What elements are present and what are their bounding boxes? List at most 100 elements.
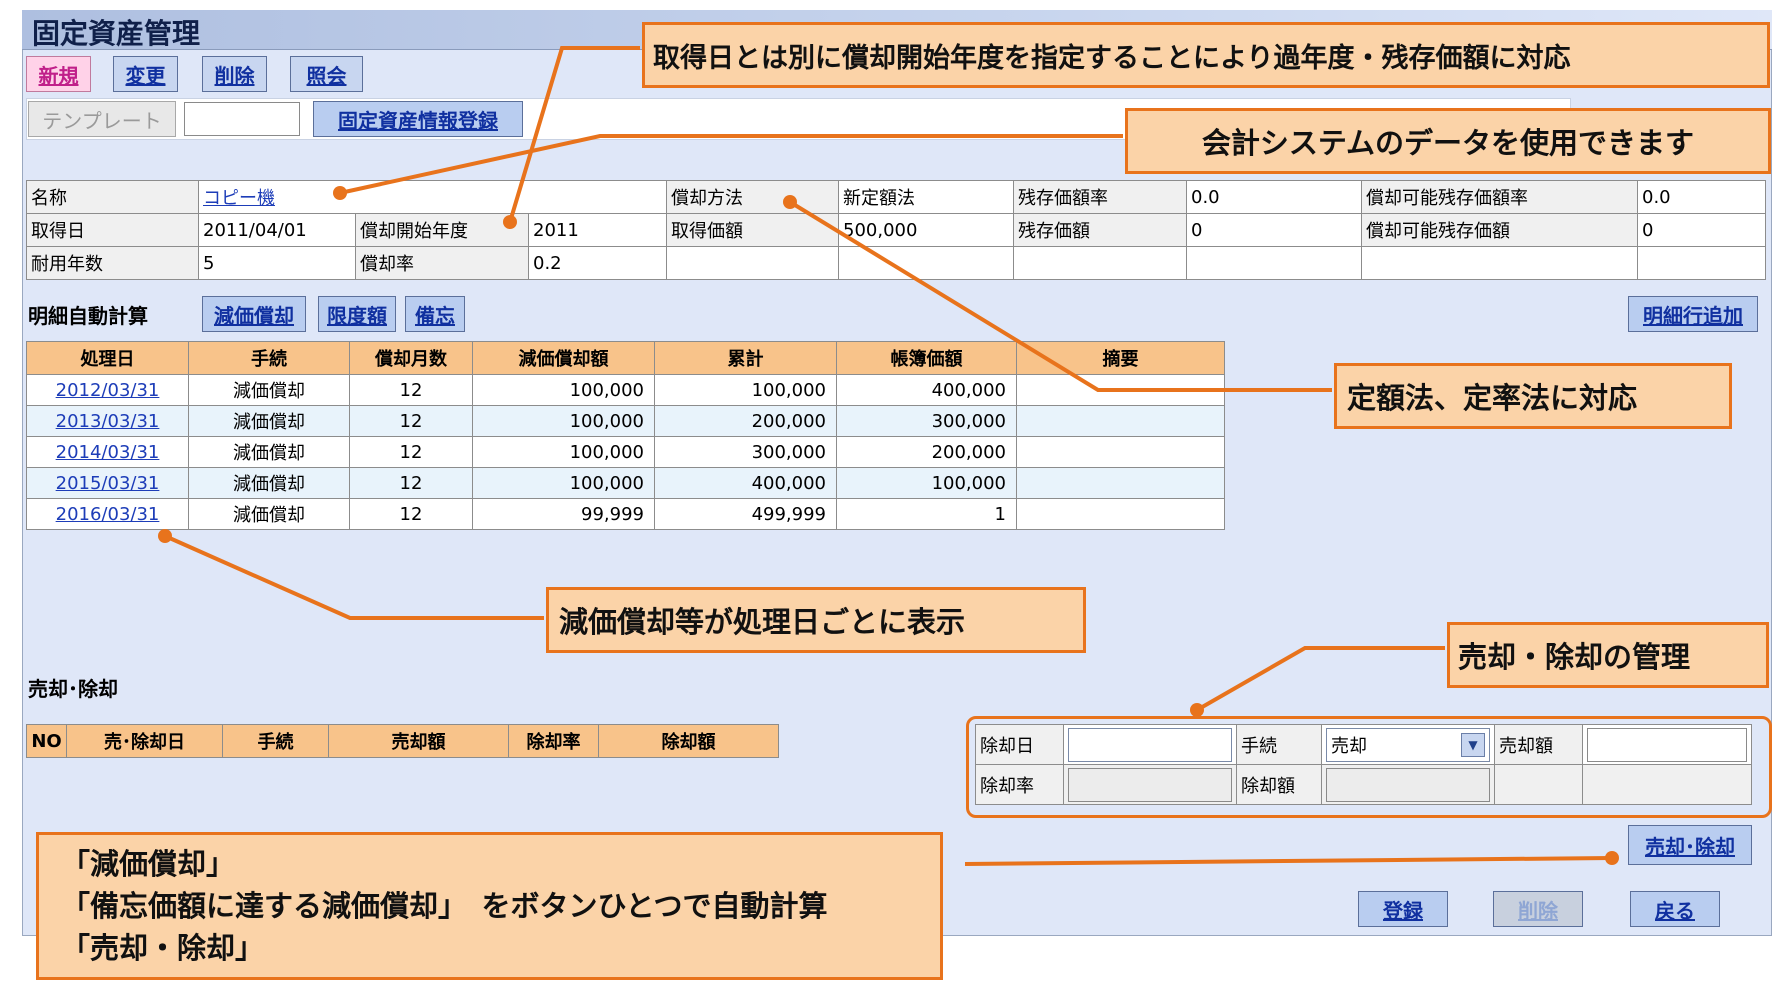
acq-date-value: 2011/04/01	[198, 213, 356, 247]
table-cell: 100,000	[472, 374, 655, 406]
life-value: 5	[198, 246, 356, 280]
method-value: 新定額法	[838, 180, 1014, 214]
limit-button[interactable]: 限度額	[318, 296, 396, 332]
table-cell: 減価償却	[188, 467, 350, 499]
acq-price-label: 取得価額	[666, 213, 839, 247]
col-header: 手続	[188, 341, 350, 375]
table-row: 2015/03/31 減価償却 12 100,000 400,000 100,0…	[26, 467, 1225, 499]
start-year-label: 償却開始年度	[355, 213, 529, 247]
table-cell	[1016, 374, 1225, 406]
table-cell: 100,000	[472, 436, 655, 468]
col-header: NO	[26, 724, 67, 758]
depreciation-button[interactable]: 減価償却	[202, 296, 306, 332]
asset-info-table: 名称 コピー機 償却方法 新定額法 残存価額率 0.0 償却可能残存価額率 0.…	[26, 180, 1766, 280]
table-row: 2012/03/31 減価償却 12 100,000 100,000 400,0…	[26, 374, 1225, 406]
process-date-link[interactable]: 2013/03/31	[26, 405, 189, 437]
table-cell: 1	[836, 498, 1017, 530]
col-header: 売･除却日	[66, 724, 223, 758]
chevron-down-icon[interactable]: ▼	[1461, 732, 1485, 757]
table-cell: 減価償却	[188, 405, 350, 437]
table-cell: 100,000	[472, 467, 655, 499]
register-button[interactable]: 登録	[1358, 891, 1448, 927]
procedure-selected: 売却	[1331, 735, 1367, 757]
disposal-date-label: 除却日	[975, 724, 1064, 765]
col-header: 償却月数	[349, 341, 473, 375]
col-header: 売却額	[328, 724, 509, 758]
col-header: 手続	[222, 724, 329, 758]
table-cell: 200,000	[654, 405, 837, 437]
table-cell: 減価償却	[188, 374, 350, 406]
col-header: 除却額	[598, 724, 779, 758]
col-header: 累計	[654, 341, 837, 375]
table-cell: 499,999	[654, 498, 837, 530]
table-cell: 300,000	[836, 405, 1017, 437]
sales-table: NO 売･除却日 手続 売却額 除却率 除却額	[26, 724, 779, 758]
table-cell	[1016, 467, 1225, 499]
template-button[interactable]: テンプレート	[28, 101, 176, 137]
detail-heading: 明細自動計算	[28, 304, 148, 328]
dep-residual-label: 償却可能残存価額	[1361, 213, 1638, 247]
dep-residual-rate-label: 償却可能残存価額率	[1361, 180, 1638, 214]
table-cell: 200,000	[836, 436, 1017, 468]
callout-sale-disposal: 売却・除却の管理	[1447, 622, 1769, 688]
change-button[interactable]: 変更	[113, 56, 178, 92]
delete-button[interactable]: 削除	[202, 56, 267, 92]
callout-auto-calc-line: 「備忘価額に達する減価償却」 をボタンひとつで自動計算	[61, 889, 828, 923]
dep-residual-value: 0	[1637, 213, 1766, 247]
col-header: 減価償却額	[472, 341, 655, 375]
inquiry-button[interactable]: 照会	[290, 56, 363, 92]
table-cell	[1016, 436, 1225, 468]
callout-start-year: 取得日とは別に償却開始年度を指定することにより過年度・残存価額に対応	[642, 22, 1770, 88]
asset-register-link[interactable]: 固定資産情報登録	[313, 101, 523, 137]
residual-value: 0	[1186, 213, 1362, 247]
table-row: 2014/03/31 減価償却 12 100,000 300,000 200,0…	[26, 436, 1225, 468]
disposal-highlight	[966, 716, 1772, 818]
memo-button[interactable]: 備忘	[405, 296, 465, 332]
acq-date-label: 取得日	[26, 213, 199, 247]
callout-auto-calc-line: 「減価償却」	[61, 847, 236, 881]
process-date-link[interactable]: 2012/03/31	[26, 374, 189, 406]
life-label: 耐用年数	[26, 246, 199, 280]
table-cell: 400,000	[836, 374, 1017, 406]
delete-footer-button[interactable]: 削除	[1493, 891, 1583, 927]
disposal-amount-label: 除却額	[1236, 764, 1322, 805]
sale-amount-input[interactable]	[1587, 727, 1747, 762]
process-date-link[interactable]: 2015/03/31	[26, 467, 189, 499]
table-cell: 12	[349, 374, 473, 406]
col-header: 処理日	[26, 341, 189, 375]
residual-rate-label: 残存価額率	[1013, 180, 1187, 214]
procedure-select[interactable]: 売却 ▼	[1326, 727, 1490, 762]
table-cell: 300,000	[654, 436, 837, 468]
method-label: 償却方法	[666, 180, 839, 214]
sales-heading: 売却･除却	[28, 677, 118, 701]
name-label: 名称	[26, 180, 199, 214]
sell-dispose-button[interactable]: 売却･除却	[1628, 825, 1752, 865]
table-cell: 100,000	[836, 467, 1017, 499]
table-cell: 12	[349, 498, 473, 530]
process-date-link[interactable]: 2014/03/31	[26, 436, 189, 468]
acq-price-value: 500,000	[838, 213, 1014, 247]
new-button[interactable]: 新規	[26, 56, 91, 92]
disposal-form: 除却日 手続 売却 ▼ 売却額 除却率 除却額	[975, 724, 1752, 805]
disposal-amount-input[interactable]	[1326, 767, 1490, 802]
add-detail-row-button[interactable]: 明細行追加	[1628, 296, 1758, 332]
callout-auto-calc-line: 「売却・除却」	[61, 931, 265, 965]
table-cell: 100,000	[472, 405, 655, 437]
back-button[interactable]: 戻る	[1630, 891, 1720, 927]
dep-residual-rate-value: 0.0	[1637, 180, 1766, 214]
disposal-rate-label: 除却率	[975, 764, 1064, 805]
table-cell: 12	[349, 467, 473, 499]
col-header: 除却率	[508, 724, 599, 758]
asset-name-link[interactable]: コピー機	[203, 188, 275, 209]
process-date-link[interactable]: 2016/03/31	[26, 498, 189, 530]
template-input[interactable]	[184, 102, 300, 136]
disposal-date-input[interactable]	[1068, 727, 1232, 762]
table-cell: 400,000	[654, 467, 837, 499]
col-header: 摘要	[1016, 341, 1225, 375]
callout-per-date-display: 減価償却等が処理日ごとに表示	[546, 587, 1086, 653]
residual-rate-value: 0.0	[1186, 180, 1362, 214]
residual-label: 残存価額	[1013, 213, 1187, 247]
disposal-rate-input[interactable]	[1068, 767, 1232, 802]
table-cell	[1016, 405, 1225, 437]
table-cell	[1016, 498, 1225, 530]
